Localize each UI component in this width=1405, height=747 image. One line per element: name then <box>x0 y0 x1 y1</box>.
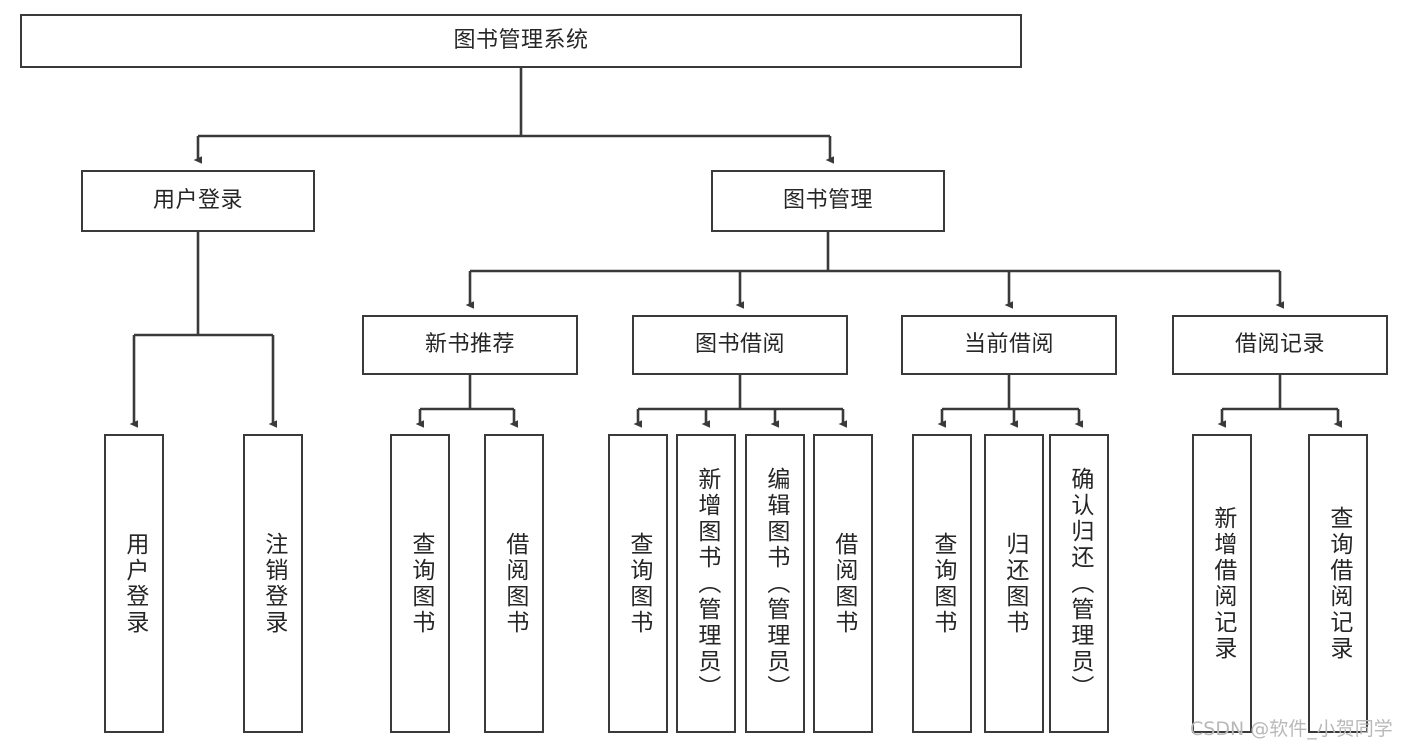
node-new-book-recommend[interactable]: 新书推荐 <box>362 315 578 375</box>
node-leaf-return-book-label: 归还图书 <box>1001 531 1028 636</box>
node-leaf-query-record-label: 查询借阅记录 <box>1325 505 1352 662</box>
node-leaf-logout-login[interactable]: 注销登录 <box>243 434 303 733</box>
node-leaf-borrow-book-2-label: 借阅图书 <box>830 531 857 636</box>
node-leaf-query-book-2[interactable]: 查询图书 <box>608 434 668 733</box>
node-leaf-user-login-label: 用户登录 <box>121 531 148 636</box>
node-leaf-query-book-3-label: 查询图书 <box>929 531 956 636</box>
node-leaf-add-record[interactable]: 新增借阅记录 <box>1192 434 1252 733</box>
watermark: CSDN @软件_小贺同学 <box>1190 718 1393 740</box>
node-leaf-add-book-label: 新增图书（管理员） <box>693 466 720 701</box>
node-book-borrow[interactable]: 图书借阅 <box>632 315 848 375</box>
node-leaf-query-book-1[interactable]: 查询图书 <box>390 434 450 733</box>
node-leaf-query-book-1-label: 查询图书 <box>407 531 434 636</box>
node-leaf-borrow-book-1-label: 借阅图书 <box>501 531 528 636</box>
node-leaf-edit-book[interactable]: 编辑图书（管理员） <box>745 434 805 733</box>
node-leaf-user-login[interactable]: 用户登录 <box>104 434 164 733</box>
node-leaf-confirm-return[interactable]: 确认归还（管理员） <box>1049 434 1109 733</box>
node-user-login[interactable]: 用户登录 <box>81 170 315 232</box>
node-leaf-query-record[interactable]: 查询借阅记录 <box>1308 434 1368 733</box>
node-borrow-record[interactable]: 借阅记录 <box>1172 315 1388 375</box>
node-leaf-add-record-label: 新增借阅记录 <box>1209 505 1236 662</box>
node-book-manage[interactable]: 图书管理 <box>711 170 945 232</box>
node-book-manage-label: 图书管理 <box>782 187 873 213</box>
node-leaf-borrow-book-2[interactable]: 借阅图书 <box>813 434 873 733</box>
node-root-label: 图书管理系统 <box>453 27 589 53</box>
node-leaf-logout-login-label: 注销登录 <box>260 531 287 636</box>
node-current-borrow-label: 当前借阅 <box>963 331 1054 357</box>
node-leaf-borrow-book-1[interactable]: 借阅图书 <box>484 434 544 733</box>
node-user-login-label: 用户登录 <box>152 187 243 213</box>
node-new-book-recommend-label: 新书推荐 <box>424 331 515 357</box>
node-leaf-confirm-return-label: 确认归还（管理员） <box>1066 466 1093 701</box>
node-borrow-record-label: 借阅记录 <box>1234 331 1325 357</box>
node-root[interactable]: 图书管理系统 <box>20 14 1022 68</box>
node-leaf-edit-book-label: 编辑图书（管理员） <box>762 466 789 701</box>
node-current-borrow[interactable]: 当前借阅 <box>901 315 1117 375</box>
node-leaf-query-book-2-label: 查询图书 <box>625 531 652 636</box>
node-leaf-add-book[interactable]: 新增图书（管理员） <box>676 434 736 733</box>
node-leaf-query-book-3[interactable]: 查询图书 <box>912 434 972 733</box>
node-leaf-return-book[interactable]: 归还图书 <box>984 434 1044 733</box>
node-book-borrow-label: 图书借阅 <box>694 331 785 357</box>
